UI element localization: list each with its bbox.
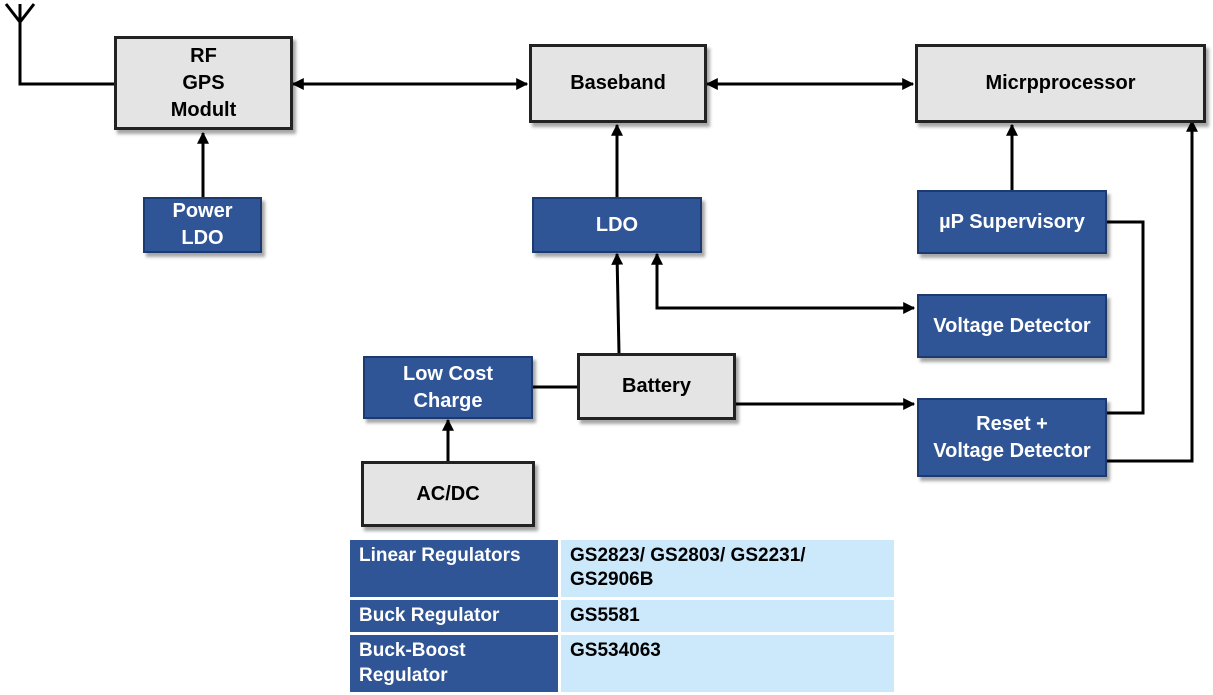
- low-cost-charge-label: Low Cost Charge: [403, 362, 493, 412]
- up-supervisory-block: µP Supervisory: [917, 190, 1107, 254]
- ldo-block: LDO: [532, 197, 702, 253]
- reset-voltage-detector-block: Reset + Voltage Detector: [917, 398, 1107, 477]
- voltage-detector-block: Voltage Detector: [917, 294, 1107, 358]
- wire-battery-ldo: [611, 252, 624, 354]
- voltage-detector-label: Voltage Detector: [933, 314, 1091, 337]
- baseband-block: Baseband: [529, 44, 707, 123]
- reset-voltage-detector-label: Reset + Voltage Detector: [933, 412, 1091, 462]
- category-cell: Buck Regulator: [350, 600, 561, 633]
- up-supervisory-label: µP Supervisory: [939, 210, 1085, 233]
- battery-block: Battery: [577, 353, 736, 420]
- wire-reset-supervisory: [1107, 220, 1145, 415]
- rf-gps-module-label: RF GPS Modult: [170, 44, 237, 121]
- category-cell: Buck-Boost Regulator: [350, 635, 561, 693]
- battery-label: Battery: [622, 375, 691, 397]
- ldo-label: LDO: [595, 213, 639, 236]
- category-cell: Linear Regulators: [350, 540, 561, 597]
- low-cost-charge-block: Low Cost Charge: [363, 356, 533, 419]
- table-row: Buck Regulator GS5581: [350, 600, 894, 633]
- microprocessor-label: Micrpprocessor: [985, 72, 1136, 94]
- parts-table: Linear Regulators GS2823/ GS2803/ GS2231…: [350, 537, 894, 695]
- rf-gps-module-block: RF GPS Modult: [114, 36, 293, 130]
- antenna-icon: [4, 3, 114, 86]
- power-ldo-block: Power LDO: [143, 197, 262, 253]
- wire-vdet-ldo: [651, 252, 916, 314]
- power-ldo-label: Power LDO: [172, 200, 233, 249]
- wire-reset-micro: [1107, 119, 1198, 463]
- microprocessor-block: Micrpprocessor: [915, 44, 1206, 123]
- ac-dc-block: AC/DC: [361, 461, 535, 527]
- parts-cell: GS534063: [561, 635, 894, 693]
- ac-dc-label: AC/DC: [416, 482, 480, 505]
- table-row: Buck-Boost Regulator GS534063: [350, 635, 894, 693]
- parts-cell: GS2823/ GS2803/ GS2231/ GS2906B: [561, 540, 894, 597]
- table-row: Linear Regulators GS2823/ GS2803/ GS2231…: [350, 540, 894, 597]
- baseband-label: Baseband: [570, 72, 666, 94]
- parts-cell: GS5581: [561, 600, 894, 633]
